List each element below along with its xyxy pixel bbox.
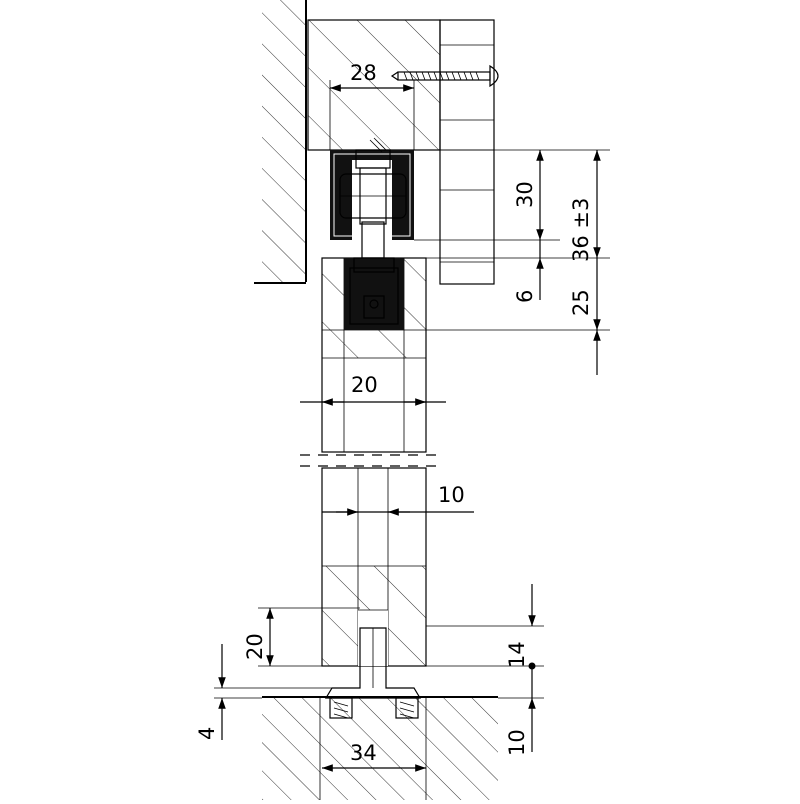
ceiling-block	[307, 19, 441, 151]
dim-6-label: 6	[513, 290, 537, 303]
dim-10-label: 10	[438, 483, 465, 507]
dim-30-label: 30	[513, 181, 537, 208]
screw	[390, 64, 499, 88]
track-profile	[330, 150, 414, 240]
dim-4-label: 4	[195, 727, 219, 740]
dim-25-label: 25	[569, 289, 593, 316]
door-fitting	[344, 257, 404, 330]
dim-34-label: 34	[350, 741, 377, 765]
dim-28-label: 28	[350, 61, 377, 85]
floor	[262, 696, 498, 800]
dimension-lines	[214, 84, 610, 772]
dim-14-label: 14	[505, 641, 529, 668]
wall	[254, 0, 307, 284]
fascia-panel	[439, 19, 495, 285]
dim-10b-label: 10	[505, 729, 529, 756]
dim-20b-label: 20	[243, 633, 267, 660]
dim-36-label: 36 ±3	[569, 198, 593, 262]
door-lower	[321, 467, 427, 667]
dim-20-label: 20	[351, 373, 378, 397]
roller-carriage	[339, 137, 407, 259]
break-lines	[300, 454, 440, 467]
